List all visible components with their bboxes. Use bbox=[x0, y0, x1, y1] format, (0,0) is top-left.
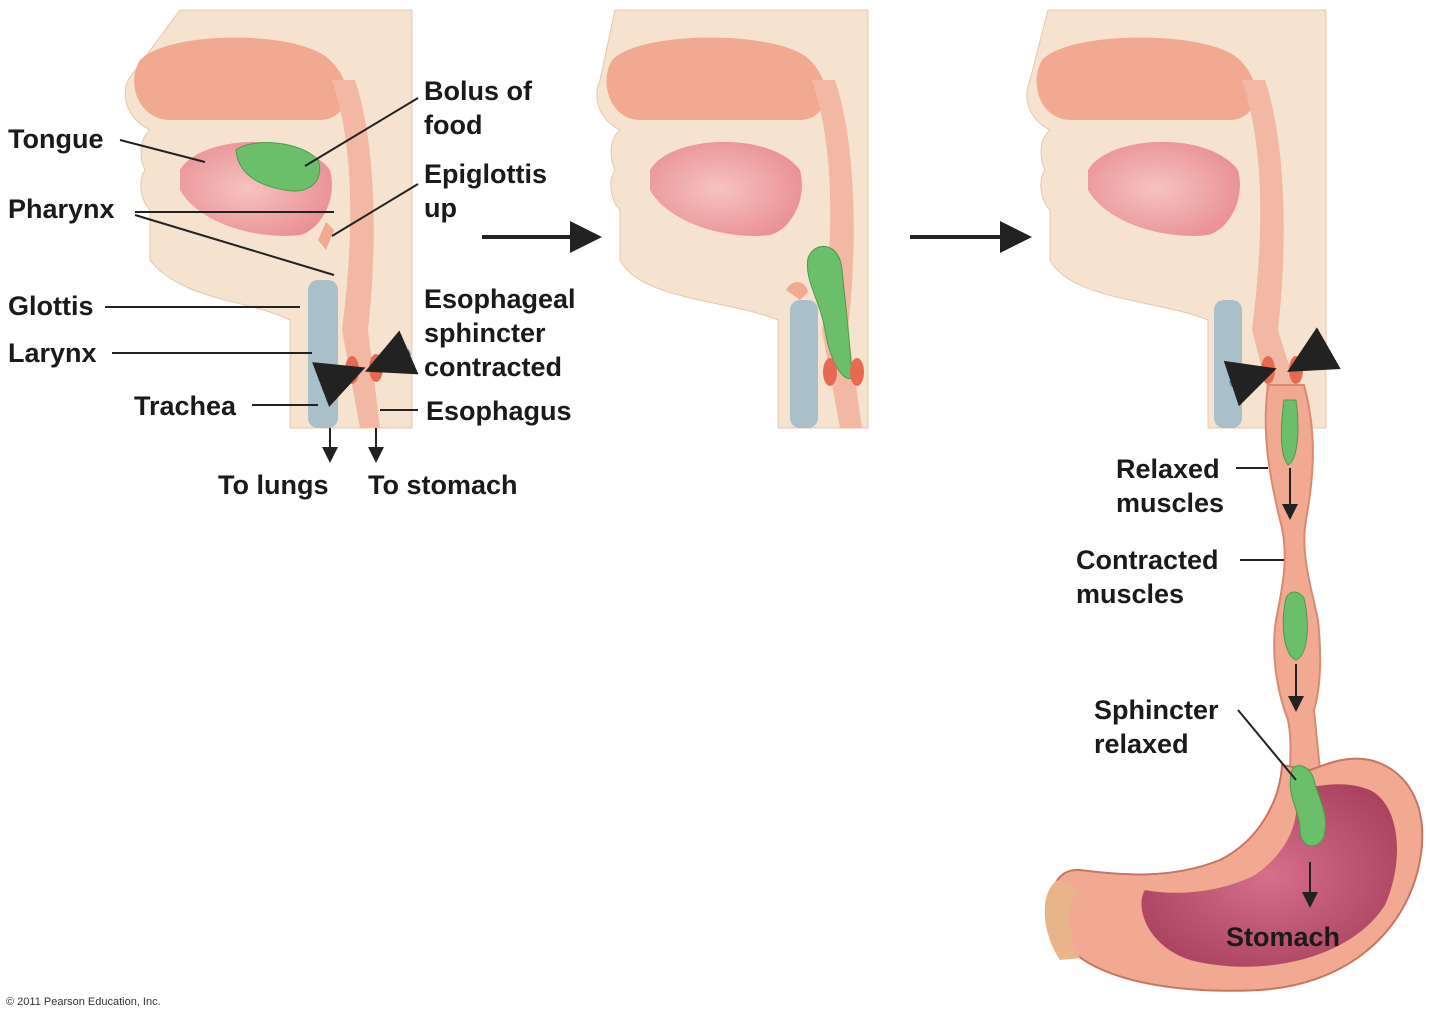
label-to-lungs: To lungs bbox=[218, 470, 329, 500]
bolus-of-food bbox=[1282, 591, 1308, 661]
leader-lines-panel-3 bbox=[1236, 467, 1297, 781]
label-tongue: Tongue bbox=[8, 124, 104, 154]
trachea-shape bbox=[1214, 300, 1242, 428]
bolus-of-food bbox=[1280, 399, 1299, 466]
label-pharynx: Pharynx bbox=[8, 194, 115, 224]
epiglottis-shape bbox=[318, 222, 334, 250]
sphincter-left bbox=[345, 356, 359, 384]
esophagus-tube bbox=[1264, 384, 1322, 771]
label-sphincter-relaxed: Sphincter relaxed bbox=[1094, 695, 1219, 759]
blue-arrow-icon bbox=[312, 362, 366, 407]
panel-2-head bbox=[596, 9, 869, 429]
blue-arrow-icon bbox=[364, 330, 419, 375]
sphincter-right bbox=[850, 358, 864, 386]
label-bolus-of-food: Bolus of food bbox=[424, 76, 532, 140]
label-esophagus: Esophagus bbox=[426, 396, 572, 426]
stomach bbox=[1044, 757, 1424, 992]
label-contracted-muscles: Contracted muscles bbox=[1076, 545, 1219, 609]
epiglottis-shape bbox=[786, 281, 808, 300]
label-relaxed-muscles: Relaxed muscles bbox=[1116, 454, 1225, 518]
bolus-of-food bbox=[235, 142, 321, 192]
panel-3-head bbox=[1026, 9, 1341, 429]
label-to-stomach: To stomach bbox=[368, 470, 518, 500]
label-esophageal-sphincter: Esophageal sphincter contracted bbox=[424, 284, 576, 382]
label-trachea: Trachea bbox=[134, 391, 237, 421]
label-glottis: Glottis bbox=[8, 291, 94, 321]
sphincter-right bbox=[369, 354, 383, 382]
label-epiglottis-up: Epiglottis up bbox=[424, 159, 547, 223]
bolus-of-food bbox=[1289, 765, 1327, 847]
sphincter-left bbox=[823, 358, 837, 386]
sphincter-left bbox=[1261, 356, 1275, 384]
trachea-shape bbox=[790, 300, 818, 428]
blue-arrow-icon bbox=[1287, 327, 1341, 372]
label-larynx: Larynx bbox=[8, 338, 97, 368]
blue-arrow-icon bbox=[1223, 360, 1277, 407]
copyright-text: © 2011 Pearson Education, Inc. bbox=[6, 996, 161, 1008]
leader-lines-panel-1 bbox=[105, 97, 419, 411]
panel-1-head bbox=[124, 9, 419, 463]
label-stomach: Stomach bbox=[1226, 922, 1341, 952]
sphincter-right bbox=[1289, 356, 1303, 384]
